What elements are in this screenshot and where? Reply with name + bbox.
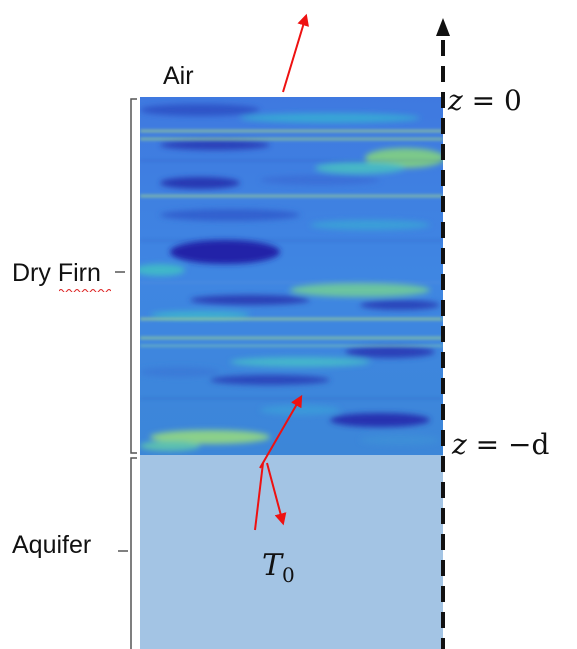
- emission-arrow-to-sky: [282, 13, 309, 93]
- z-zero-equation: = 0: [471, 84, 522, 117]
- z-zero-label: z = 0: [448, 84, 522, 117]
- dry-firn-label: Dry Firn: [12, 259, 101, 287]
- incident-arrow-from-aquifer: [254, 462, 264, 531]
- z-minus-d-equation: = −d: [475, 428, 550, 461]
- transmitted-arrow-in-firn: [259, 394, 303, 469]
- aquifer-region: [140, 455, 443, 649]
- aquifer-bracket: [130, 457, 137, 649]
- air-label: Air: [163, 62, 194, 90]
- dry-firn-radargram: [140, 97, 443, 455]
- z-symbol: z: [448, 84, 463, 117]
- dry-firn-bracket: [130, 98, 137, 454]
- aquifer-label: Aquifer: [12, 531, 92, 559]
- reflected-arrow-into-aquifer: [266, 462, 287, 526]
- t0-label: T0: [262, 548, 295, 587]
- z-symbol: z: [452, 428, 467, 461]
- spellcheck-underline: [59, 289, 111, 292]
- z-axis-arrowhead-icon: [436, 18, 450, 36]
- t-subscript: 0: [282, 563, 295, 587]
- z-minus-d-label: z = −d: [452, 428, 549, 461]
- t-symbol: T: [262, 548, 283, 583]
